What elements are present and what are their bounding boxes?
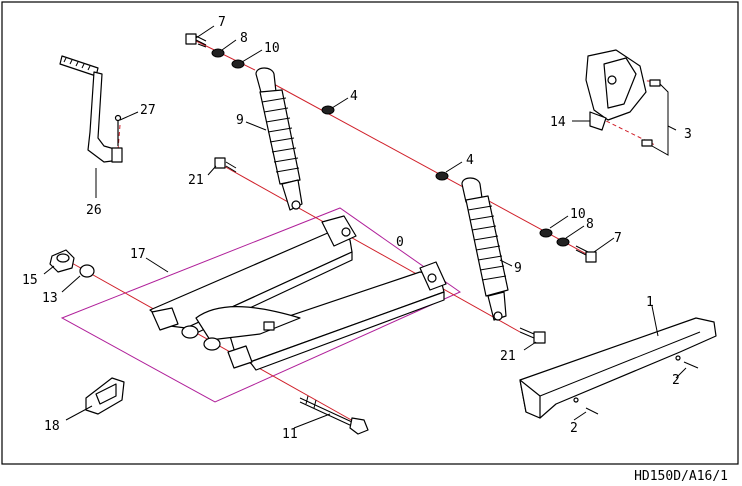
- callout-10-right: 10: [570, 207, 586, 222]
- callout-11: 11: [282, 427, 298, 442]
- callout-21-lower: 21: [500, 349, 516, 364]
- callout-2-right: 2: [672, 373, 680, 388]
- diagram-frame: [1, 1, 739, 465]
- shock-lower-bolt-right: [519, 327, 546, 344]
- washer-10-left: [231, 59, 245, 69]
- chain-guard-screw-left: [585, 407, 599, 415]
- callout-18: 18: [44, 419, 60, 434]
- washer-8-left: [211, 48, 225, 58]
- pivot-nut: [49, 249, 75, 273]
- rear-shock-absorber-right: [461, 177, 509, 321]
- washer-8-right: [556, 237, 570, 247]
- callout-17: 17: [130, 247, 146, 262]
- callout-21-upper: 21: [188, 173, 204, 188]
- callout-9-right: 9: [514, 261, 522, 276]
- callout-4-upper: 4: [350, 89, 358, 104]
- callout-4-right: 4: [466, 153, 474, 168]
- chain-case-cover: [585, 49, 647, 131]
- callout-0-assembly: 0: [396, 235, 404, 250]
- pivot-bushings: [151, 307, 253, 369]
- callout-26: 26: [86, 203, 102, 218]
- shock-lower-bolt-left: [214, 157, 237, 173]
- callout-leaders: [43, 25, 687, 429]
- callout-10-left: 10: [264, 41, 280, 56]
- washer-10-right: [539, 228, 553, 238]
- callout-13: 13: [42, 291, 58, 306]
- callout-8-left: 8: [240, 31, 248, 46]
- cover-screw-upper: [649, 79, 661, 87]
- chain-guard: [519, 317, 717, 419]
- document-code: HD150D/A16/1: [634, 469, 728, 484]
- spacer-4-right: [435, 171, 449, 181]
- callout-27: 27: [140, 103, 156, 118]
- chain-guard-screw-right: [683, 361, 699, 369]
- callout-7-right: 7: [614, 231, 622, 246]
- rear-shock-absorber-left: [255, 67, 303, 211]
- callout-15: 15: [22, 273, 38, 288]
- shock-upper-bolt-left: [185, 33, 207, 48]
- callout-14: 14: [550, 115, 566, 130]
- callout-9-left: 9: [236, 113, 244, 128]
- callout-1: 1: [646, 295, 654, 310]
- kick-lever-bolt: [114, 114, 122, 146]
- screw-group-bracket: [651, 83, 669, 156]
- bracket-18: [85, 377, 125, 415]
- pivot-bolt: [299, 395, 369, 435]
- kick-starter-lever: [59, 55, 123, 163]
- cover-screw-lower: [641, 139, 653, 147]
- callout-8-right: 8: [586, 217, 594, 232]
- callout-2-left: 2: [570, 421, 578, 436]
- shock-upper-bolt-right: [575, 245, 597, 263]
- pivot-washer: [79, 264, 95, 278]
- callout-7-left: 7: [218, 15, 226, 30]
- callout-3: 3: [684, 127, 692, 142]
- swingarm-assembly-outline: [60, 207, 462, 403]
- spacer-4-upper: [321, 105, 335, 115]
